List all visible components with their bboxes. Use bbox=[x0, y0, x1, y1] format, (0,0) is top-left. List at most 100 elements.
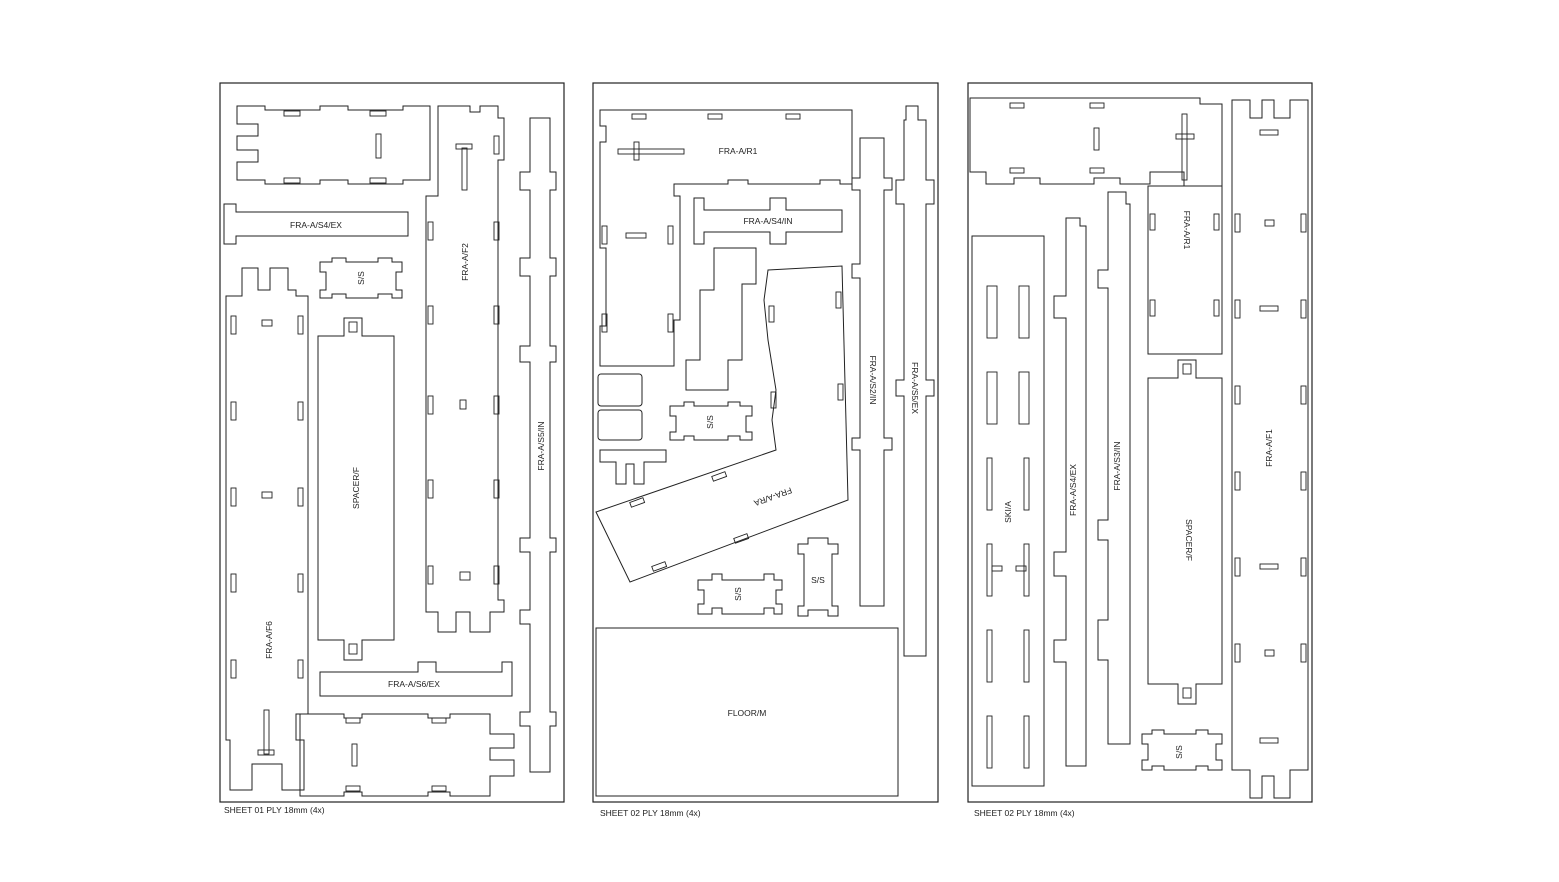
slot bbox=[1300, 213, 1307, 233]
sheet-03: FRA-A/R1 SKI/A FRA-A/S4/EX FRA-A/S3/IN S… bbox=[967, 82, 1313, 818]
slot bbox=[1182, 687, 1192, 699]
slot bbox=[1300, 471, 1307, 491]
label-r1-s3: FRA-A/R1 bbox=[1182, 211, 1192, 250]
slot bbox=[667, 225, 674, 245]
slot bbox=[986, 371, 998, 425]
slot bbox=[261, 491, 273, 499]
slot bbox=[493, 135, 500, 155]
label-ss-a: S/S bbox=[705, 415, 715, 429]
slot bbox=[1009, 102, 1025, 109]
slot bbox=[1234, 643, 1241, 663]
slot bbox=[1300, 557, 1307, 577]
part-s6-ex bbox=[319, 661, 513, 697]
slot bbox=[297, 659, 304, 679]
slot bbox=[345, 785, 361, 792]
label-ski: SKI/A bbox=[1003, 501, 1013, 523]
sheet-02-caption: SHEET 02 PLY 18mm (4x) bbox=[600, 808, 701, 818]
label-ss-b: S/S bbox=[733, 587, 743, 601]
slot bbox=[1234, 471, 1241, 491]
slot bbox=[345, 717, 361, 724]
sheet-01-caption: SHEET 01 PLY 18mm (4x) bbox=[224, 805, 325, 815]
slot bbox=[375, 133, 382, 159]
slot bbox=[297, 315, 304, 335]
sheet-03-caption: SHEET 02 PLY 18mm (4x) bbox=[974, 808, 1075, 818]
slot bbox=[1259, 737, 1279, 744]
label-ss-s3: S/S bbox=[1174, 745, 1184, 759]
slot bbox=[986, 457, 993, 511]
slot bbox=[1023, 715, 1030, 769]
slot bbox=[461, 147, 468, 191]
part-f6 bbox=[225, 267, 309, 791]
slot bbox=[230, 487, 237, 507]
sheet-01: FRA-A/S4/EX FRA-A/F2 S/S bbox=[219, 82, 565, 815]
sheet-01-border bbox=[219, 82, 565, 803]
part-floor bbox=[595, 627, 899, 797]
slot bbox=[348, 321, 358, 333]
slot bbox=[283, 110, 301, 117]
slot bbox=[1175, 133, 1195, 140]
label-r1: FRA-A/R1 bbox=[719, 146, 758, 156]
slot bbox=[427, 395, 434, 415]
slot bbox=[1023, 457, 1030, 511]
slot bbox=[297, 401, 304, 421]
slot bbox=[601, 225, 608, 245]
slot bbox=[1264, 219, 1275, 227]
label-ra: FRA-A/RA bbox=[752, 485, 793, 508]
slot bbox=[297, 573, 304, 593]
slot bbox=[986, 285, 998, 339]
slot bbox=[493, 479, 500, 499]
part-r1 bbox=[599, 109, 853, 367]
slot bbox=[1018, 371, 1030, 425]
part-f2 bbox=[425, 105, 505, 633]
label-ss-c: S/S bbox=[811, 575, 825, 585]
slot bbox=[1259, 563, 1279, 570]
slot bbox=[257, 749, 275, 756]
slot bbox=[1300, 385, 1307, 405]
slot bbox=[1234, 213, 1241, 233]
label-spacer-s3: SPACER/F bbox=[1184, 519, 1194, 561]
slot bbox=[1234, 557, 1241, 577]
slot bbox=[707, 113, 723, 120]
label-f2: FRA-A/F2 bbox=[460, 243, 470, 281]
label-s4-in: FRA-A/S4/IN bbox=[743, 216, 792, 226]
part-spacer-s3 bbox=[1147, 359, 1223, 705]
slot bbox=[1089, 102, 1105, 109]
part-s4-ex-s3 bbox=[1053, 217, 1087, 767]
slot bbox=[667, 313, 674, 333]
sheet-03-border bbox=[967, 82, 1313, 803]
slot bbox=[1264, 649, 1275, 657]
label-f6: FRA-A/F6 bbox=[264, 621, 274, 659]
sheet-02: FRA-A/R1 FRA-A/S4/IN S/S FRA-A/RA FRA-A/… bbox=[592, 82, 939, 818]
slot bbox=[431, 785, 447, 792]
slot bbox=[733, 533, 750, 544]
label-f1: FRA-A/F1 bbox=[1264, 429, 1274, 467]
slot bbox=[1234, 299, 1241, 319]
slot bbox=[230, 401, 237, 421]
slot bbox=[617, 148, 685, 155]
slot bbox=[986, 543, 993, 597]
part-r1 bbox=[969, 97, 1223, 187]
slot bbox=[711, 471, 728, 482]
slot bbox=[1009, 167, 1025, 174]
slot bbox=[1093, 127, 1100, 151]
part-s5-in bbox=[519, 117, 557, 773]
slot bbox=[633, 141, 640, 161]
slot bbox=[493, 395, 500, 415]
slot bbox=[427, 565, 434, 585]
part-f1 bbox=[1231, 99, 1309, 799]
label-s4-ex-s3: FRA-A/S4/EX bbox=[1068, 464, 1078, 516]
slot bbox=[351, 743, 358, 767]
slot bbox=[651, 561, 668, 572]
part-r1-vertical bbox=[1147, 185, 1223, 355]
slot bbox=[427, 479, 434, 499]
slot bbox=[459, 399, 467, 410]
part-bracket bbox=[599, 449, 667, 485]
slot bbox=[770, 391, 777, 409]
part-spacer bbox=[317, 317, 395, 661]
part-ra bbox=[595, 265, 849, 583]
slot bbox=[427, 305, 434, 325]
label-s6-ex: FRA-A/S6/EX bbox=[388, 679, 440, 689]
slot bbox=[1259, 129, 1279, 136]
slot bbox=[230, 573, 237, 593]
label-floor: FLOOR/M bbox=[728, 708, 767, 718]
